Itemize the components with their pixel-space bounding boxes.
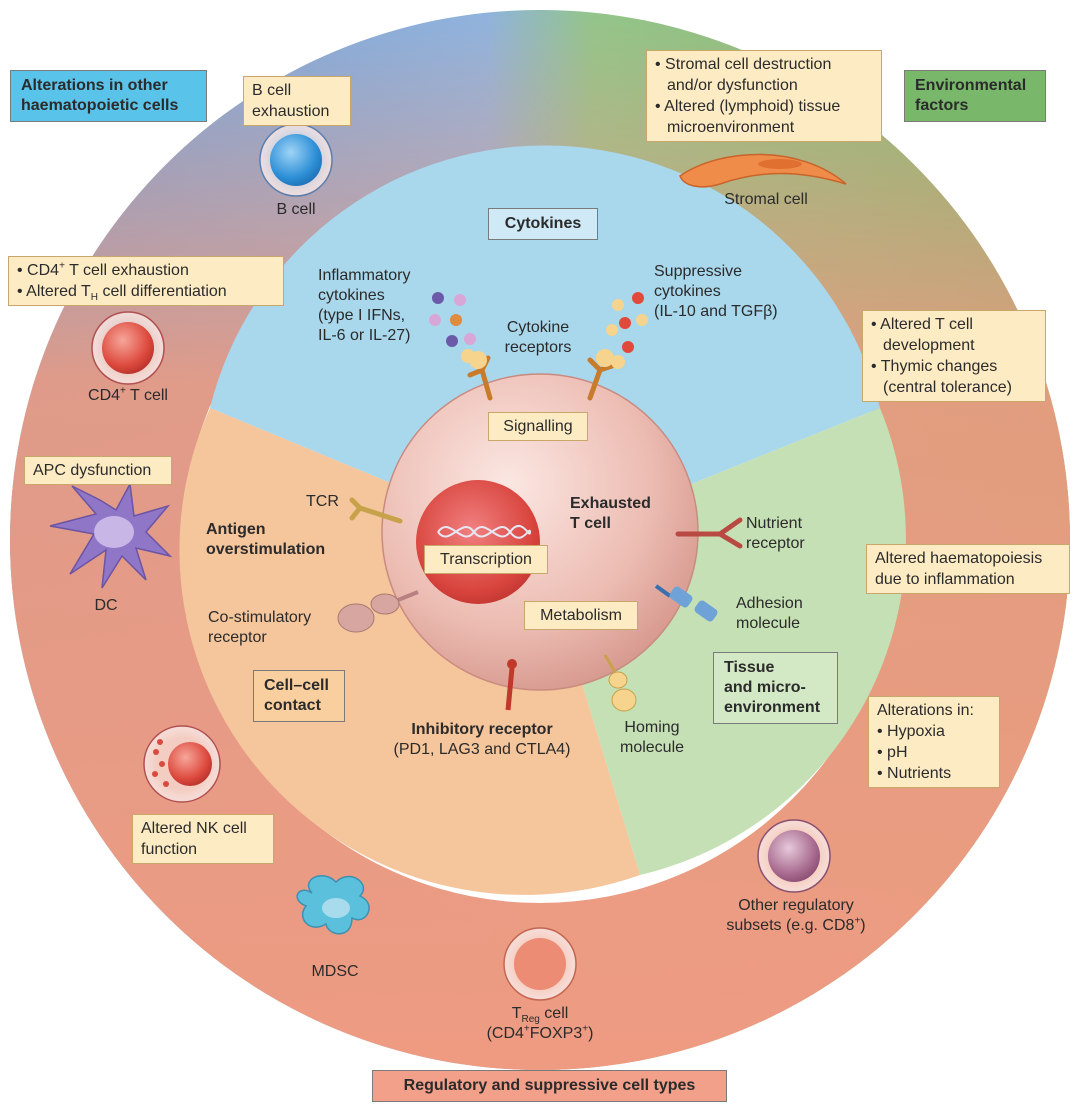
tcr-icon xyxy=(349,497,403,524)
mdsc-icon xyxy=(296,875,370,935)
stromal-box: Stromal cell destruction and/or dysfunct… xyxy=(646,50,882,142)
signalling-box: Signalling xyxy=(488,412,588,441)
apc-dysfunction-box: APC dysfunction xyxy=(24,456,172,485)
stromal-cell-icon xyxy=(679,153,847,188)
homing-molecule-icon xyxy=(603,654,637,712)
inner-sectors xyxy=(179,145,906,895)
nucleus xyxy=(416,480,540,604)
cytokine-receptor-right-icon xyxy=(587,357,615,401)
treg-cell-icon xyxy=(503,927,577,1001)
header-cytokines: Cytokines xyxy=(488,208,598,240)
header-regulatory: Regulatory and suppressive cell types xyxy=(372,1070,727,1102)
b-cell-icon xyxy=(259,123,333,197)
treg-label: TReg cell (CD4+FOXP3+) xyxy=(486,1005,594,1042)
other-regulatory-label: Other regulatory subsets (e.g. CD8+) xyxy=(726,897,866,934)
inhibitory-receptor-icon xyxy=(505,659,517,711)
suppressive-cytokine-dots xyxy=(606,292,648,353)
dna-icon xyxy=(437,524,531,539)
tcr-label: TCR xyxy=(306,493,339,510)
cd4-t-cell-label: CD4+ T cell xyxy=(88,385,168,404)
metabolism-box: Metabolism xyxy=(524,601,638,630)
adhesion-molecule-icon xyxy=(654,584,718,622)
cd4-t-cell-icon xyxy=(91,311,165,385)
cd4-box: CD4+ T cell exhaustion Altered TH cell d… xyxy=(8,256,284,306)
nutrient-receptor-icon xyxy=(675,517,743,549)
transcription-box: Transcription xyxy=(424,545,548,574)
other-regulatory-cell-icon xyxy=(757,819,831,893)
t-cell-development-box: Altered T cell development Thymic change… xyxy=(862,310,1046,402)
mdsc-label: MDSC xyxy=(311,963,359,980)
b-cell-label: B cell xyxy=(276,201,316,218)
nk-cell-icon xyxy=(143,725,221,803)
inflammatory-cytokine-dots xyxy=(429,292,476,347)
dc-icon xyxy=(49,481,173,589)
costimulatory-receptor-icon xyxy=(337,590,419,633)
stromal-cell-label: Stromal cell xyxy=(724,191,808,208)
alterations-box: Alterations in: Hypoxia pH Nutrients xyxy=(868,696,1000,788)
dc-label: DC xyxy=(94,597,118,614)
inhibitory-receptor-label: Inhibitory receptor(PD1, LAG3 and CTLA4) xyxy=(393,721,571,758)
